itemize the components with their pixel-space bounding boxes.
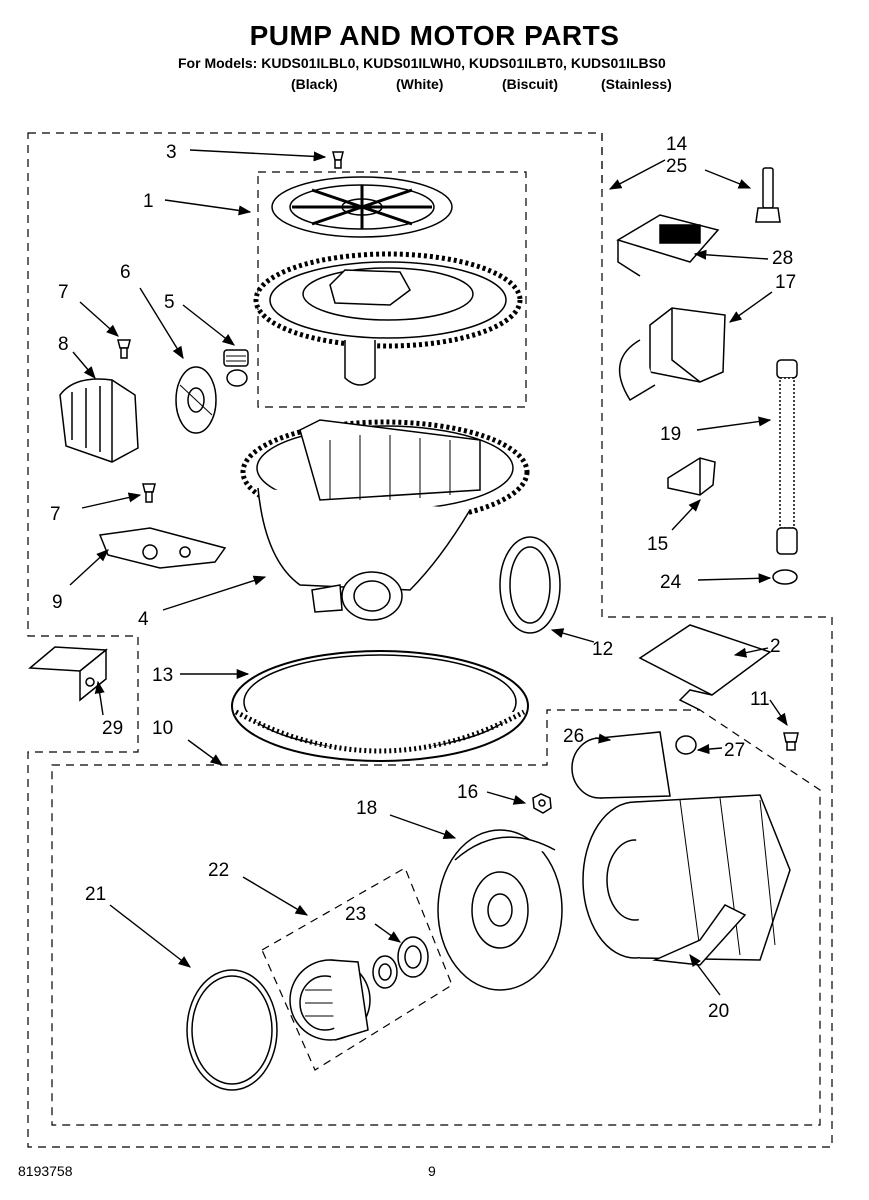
callout-14: 14 (666, 134, 688, 155)
part-27-washer-icon (675, 735, 697, 755)
part-19-hose-icon (776, 359, 798, 555)
callout-7-upper: 7 (58, 282, 69, 303)
callout-numbers: 3 1 6 5 7 8 7 9 4 13 12 29 10 14 25 28 1… (50, 134, 796, 1022)
part-4-pump-housing-icon (240, 419, 530, 621)
callout-18: 18 (356, 798, 377, 819)
part-13-gasket-icon (231, 650, 529, 762)
motor-group-boundary (51, 709, 821, 1126)
callout-17: 17 (775, 272, 796, 293)
color-biscuit: (Biscuit) (502, 76, 558, 92)
part-2-plate-icon (638, 624, 772, 711)
callout-11: 11 (750, 689, 770, 710)
callout-8: 8 (58, 334, 69, 355)
part-9-bracket-icon (98, 527, 227, 569)
group-boundaries (27, 132, 833, 1148)
callout-19: 19 (660, 424, 681, 445)
callout-25: 25 (666, 156, 687, 177)
part-7-screw-upper-icon (117, 339, 131, 359)
page-number: 9 (428, 1163, 436, 1179)
part-1-spray-base-icon (253, 251, 523, 386)
callout-13: 13 (152, 665, 173, 686)
part-21-gasket-icon (186, 969, 278, 1091)
callout-29: 29 (102, 718, 123, 739)
part-15-clip-icon (667, 457, 716, 496)
part-23-seal-icon (372, 936, 429, 989)
leader-arrows (69, 149, 788, 996)
part-18-pump-cover-icon (437, 829, 563, 991)
callout-28: 28 (772, 248, 793, 269)
callout-21: 21 (85, 884, 106, 905)
part-6-valve-icon (175, 366, 217, 434)
page-title: PUMP AND MOTOR PARTS (249, 20, 620, 51)
part-25-sensor-icon (755, 167, 781, 223)
callout-9: 9 (52, 592, 63, 613)
callout-4: 4 (138, 609, 149, 630)
callout-20: 20 (708, 1001, 729, 1022)
document-number: 8193758 (18, 1163, 73, 1179)
callout-12: 12 (592, 639, 613, 660)
callout-15: 15 (647, 534, 668, 555)
outer-dashed-boundary (27, 132, 833, 1148)
callout-27: 27 (724, 740, 745, 761)
callout-3: 3 (166, 142, 177, 163)
part-22-impeller-icon (289, 959, 371, 1041)
part-7-screw-lower-icon (142, 483, 156, 503)
part-20-motor-icon (571, 731, 791, 966)
impeller-group-boundary (261, 867, 453, 1071)
models-line: For Models: KUDS01ILBL0, KUDS01ILWH0, KU… (178, 55, 666, 71)
part-12-seal-ring-icon (499, 536, 561, 634)
callout-22: 22 (208, 860, 229, 881)
callout-16: 16 (457, 782, 478, 803)
callout-23: 23 (345, 904, 366, 925)
color-white: (White) (396, 76, 444, 92)
part-1-cover-icon (271, 176, 453, 238)
color-stainless: (Stainless) (601, 76, 672, 92)
callout-5: 5 (164, 292, 175, 313)
callout-24: 24 (660, 572, 682, 593)
callout-7-lower: 7 (50, 504, 61, 525)
part-3-screw-icon (332, 151, 344, 169)
parts-drawings (28, 151, 799, 1091)
part-16-nut-icon (532, 793, 552, 814)
callout-6: 6 (120, 262, 131, 283)
callout-2: 2 (770, 636, 781, 657)
part-8-housing-icon (59, 378, 139, 463)
part-17-bracket-icon (618, 307, 726, 402)
callout-26: 26 (563, 726, 584, 747)
part-24-clamp-icon (772, 569, 798, 585)
color-black: (Black) (291, 76, 338, 92)
callout-10: 10 (152, 718, 173, 739)
part-28-cover-icon (616, 214, 720, 277)
part-29-bracket-icon (28, 646, 108, 702)
part-11-screw-icon (783, 732, 799, 751)
callout-1: 1 (143, 191, 154, 212)
part-5-clip-icon (223, 349, 249, 387)
